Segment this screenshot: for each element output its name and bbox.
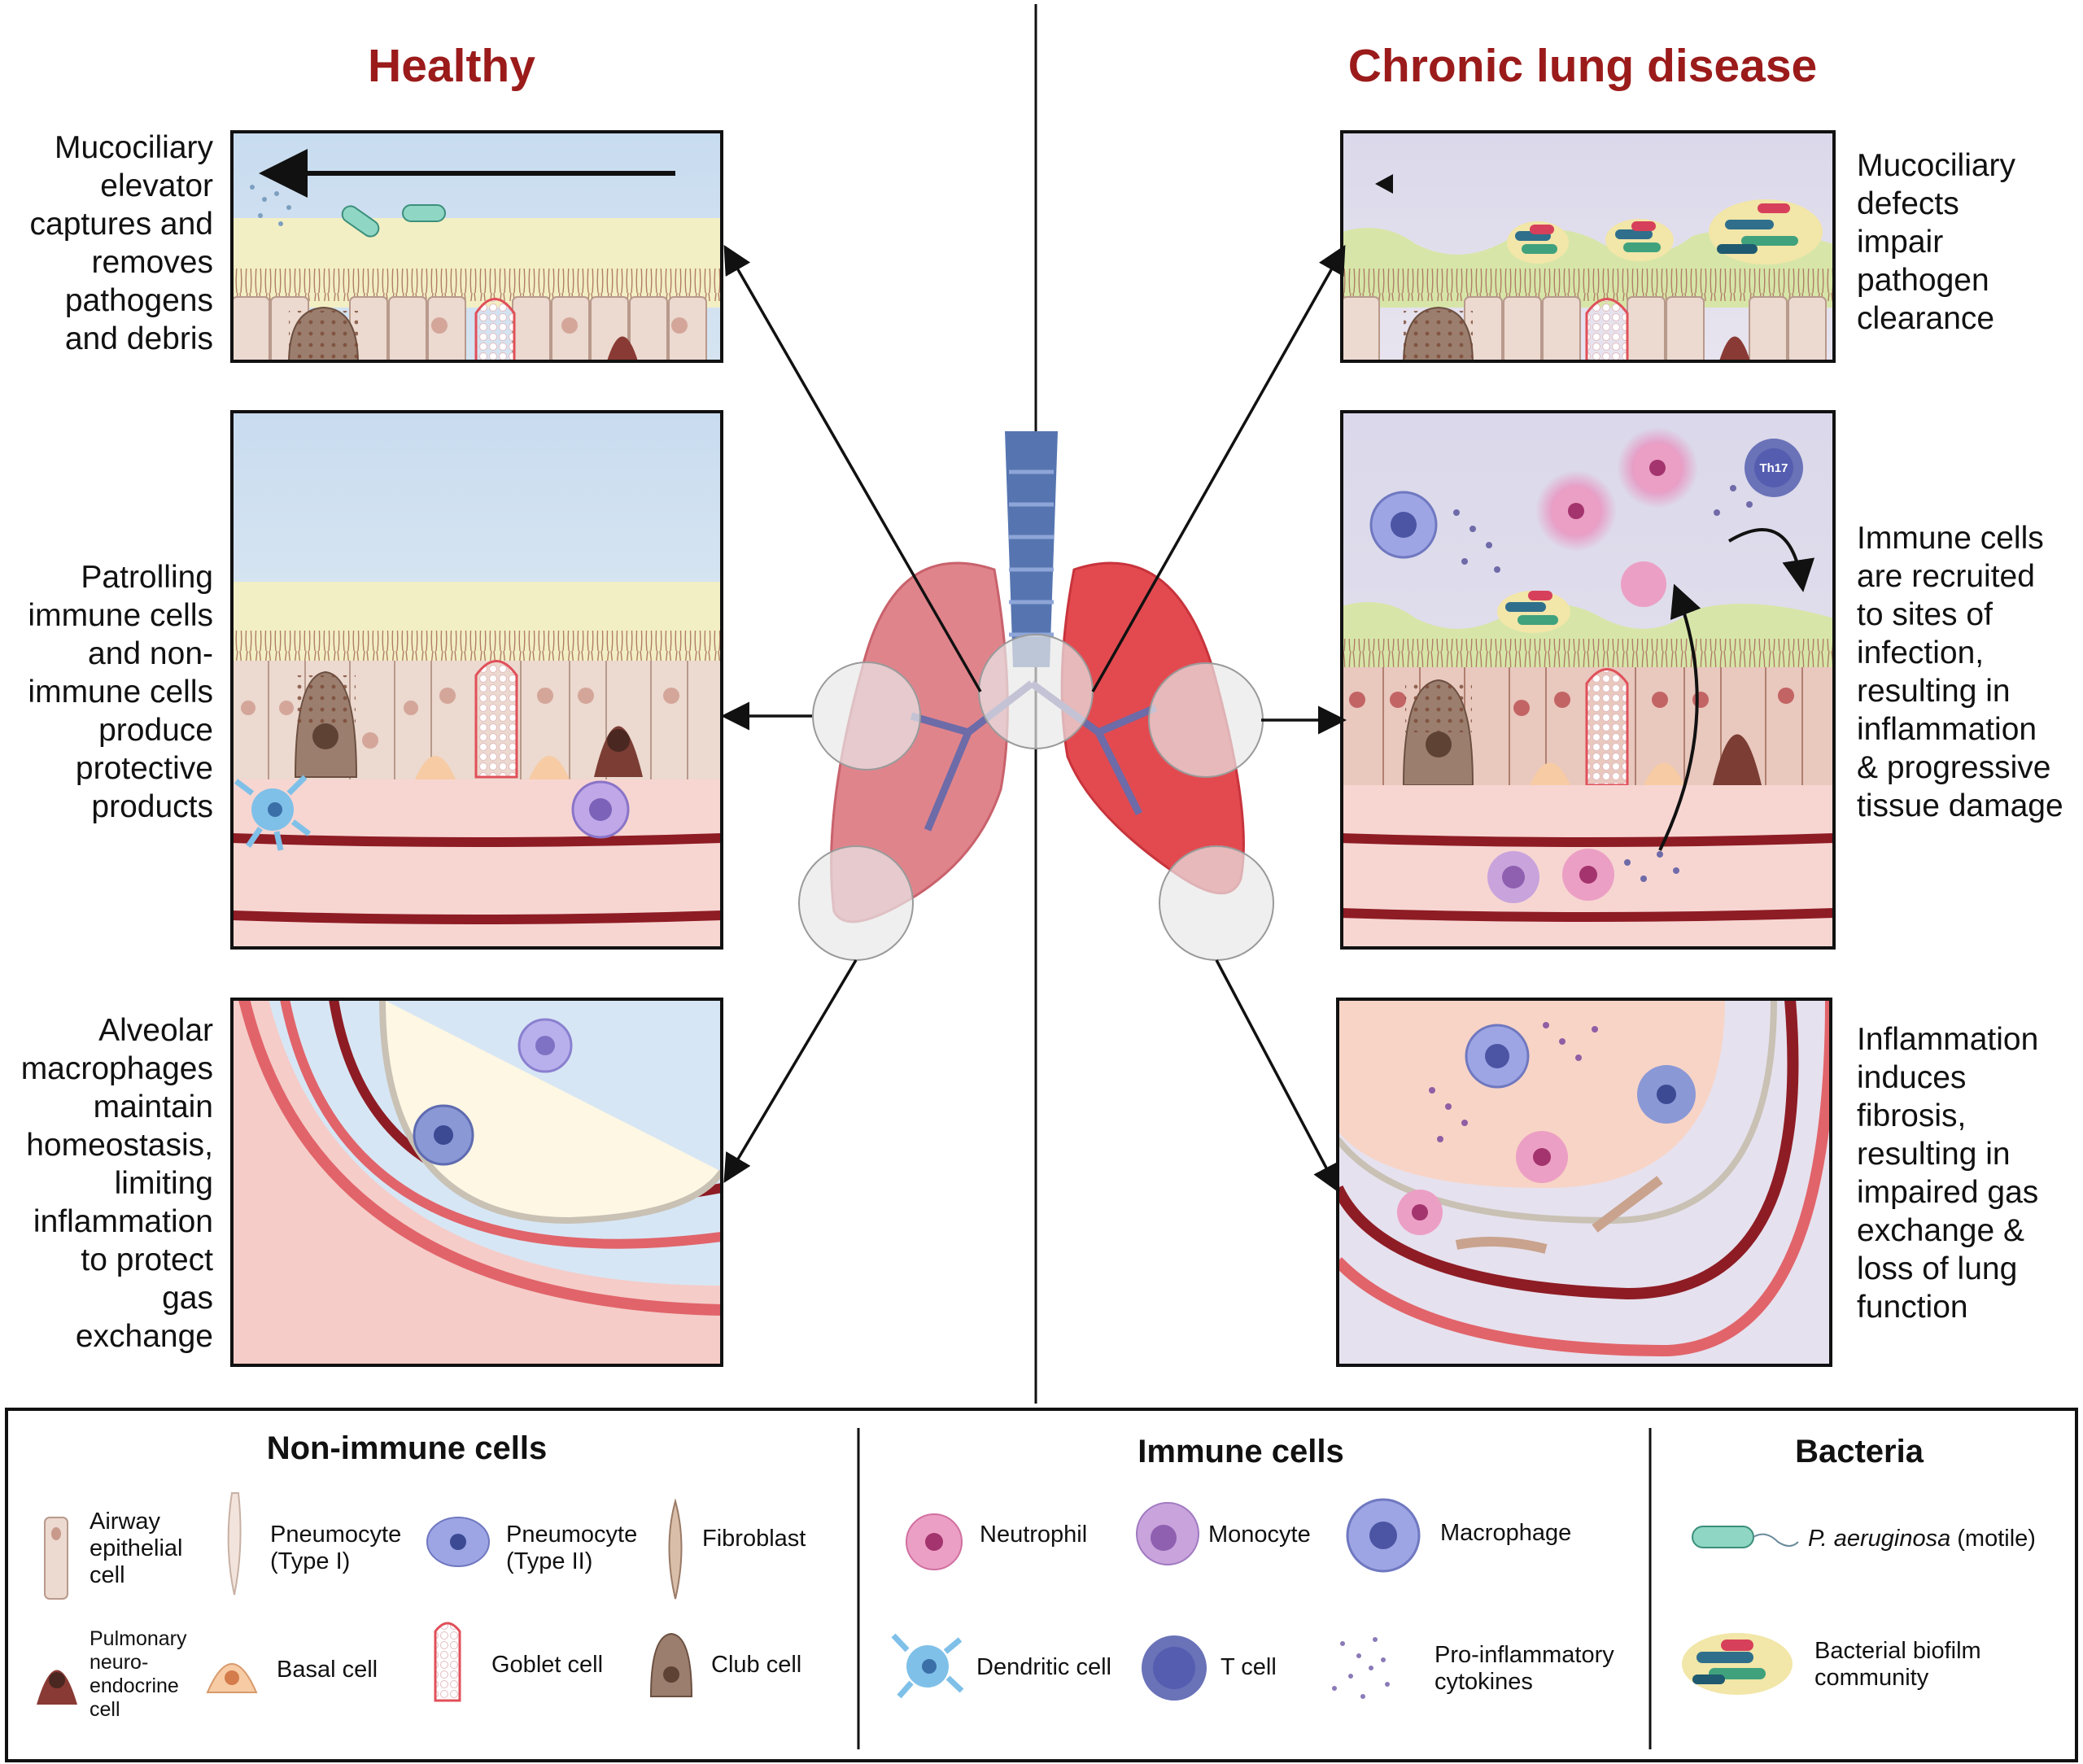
legend-label-goblet: Goblet cell <box>491 1652 604 1678</box>
legend-label-macrophage: Macrophage <box>1440 1520 1572 1546</box>
legend-label-club: Club cell <box>711 1652 802 1678</box>
fibroblast-icon <box>668 1498 683 1600</box>
legend-label-pneumocyte-2: Pneumocyte(Type II) <box>506 1522 638 1574</box>
macrophage-illustration <box>571 780 630 839</box>
biofilm-2 <box>1605 219 1674 261</box>
legend-icons <box>37 1492 1799 1705</box>
heading-disease: Chronic lung disease <box>1347 40 1818 92</box>
legend-title-bacteria: Bacteria <box>1795 1434 1924 1469</box>
disease-neutrophil <box>1562 849 1614 901</box>
p-aeruginosa-icon <box>1692 1526 1799 1548</box>
panel-healthy-alveolar <box>232 999 722 1365</box>
biofilm-icon <box>1682 1633 1793 1695</box>
panel-disease-immune: Th17 <box>1342 412 1834 948</box>
panel-disease-fibrosis <box>1338 999 1831 1365</box>
t-cell-icon <box>1142 1635 1207 1701</box>
lungs-illustration <box>798 431 1274 961</box>
dendritic-icon <box>891 1633 964 1699</box>
th17-label: Th17 <box>1759 461 1788 475</box>
goblet-icon <box>434 1622 461 1702</box>
legend-frame <box>5 1408 2078 1762</box>
basal-icon <box>206 1663 258 1693</box>
connector-arrows <box>721 244 1347 1194</box>
macrophage-icon <box>1346 1498 1421 1573</box>
panel-healthy-mucociliary <box>232 132 722 361</box>
legend-label-pneumocyte-1: Pneumocyte(Type I) <box>270 1522 402 1574</box>
biofilm-3 <box>1709 199 1823 264</box>
legend-title-non-immune: Non-immune cells <box>266 1430 548 1466</box>
legend-label-basal: Basal cell <box>277 1657 378 1683</box>
legend-label-neutrophil: Neutrophil <box>980 1522 1088 1548</box>
disease-monocyte <box>1487 851 1539 903</box>
alveolar-macrophage-1 <box>517 1018 573 1073</box>
pneumocyte-1-icon <box>227 1492 242 1596</box>
dendritic-cell-illustration <box>234 775 312 851</box>
heading-healthy: Healthy <box>368 40 535 92</box>
legend-label-t-cell: T cell <box>1221 1654 1277 1680</box>
pneumocyte-2-icon <box>426 1517 490 1567</box>
legend-title-immune: Immune cells <box>1138 1434 1344 1469</box>
fibrosis-macrophage-2 <box>1637 1065 1696 1124</box>
neuroendocrine-icon <box>37 1670 77 1705</box>
panel-disease-mucociliary <box>1342 132 1834 361</box>
fibrosis-neutrophil-2 <box>1397 1190 1443 1235</box>
fibrosis-neutrophil <box>1516 1131 1568 1183</box>
neutrophil-icon <box>906 1513 963 1570</box>
airway-epithelial-icon <box>44 1517 68 1600</box>
disease-macrophage <box>1369 491 1438 559</box>
panel-healthy-immune <box>232 412 722 948</box>
legend-label-fibroblast: Fibroblast <box>702 1526 806 1552</box>
legend-label-dendritic: Dendritic cell <box>976 1654 1111 1680</box>
club-icon <box>649 1632 693 1697</box>
legend-label-monocyte: Monocyte <box>1208 1522 1311 1548</box>
monocyte-icon <box>1136 1502 1199 1565</box>
cytokines-icon <box>1332 1637 1390 1699</box>
disease-biofilm <box>1497 591 1570 633</box>
biofilm-1 <box>1507 221 1569 264</box>
alveolar-macrophage-2 <box>413 1104 474 1166</box>
fibrosis-macrophage <box>1465 1024 1530 1089</box>
legend-label-p-aeruginosa: P. aeruginosa (motile) <box>1808 1526 2036 1552</box>
